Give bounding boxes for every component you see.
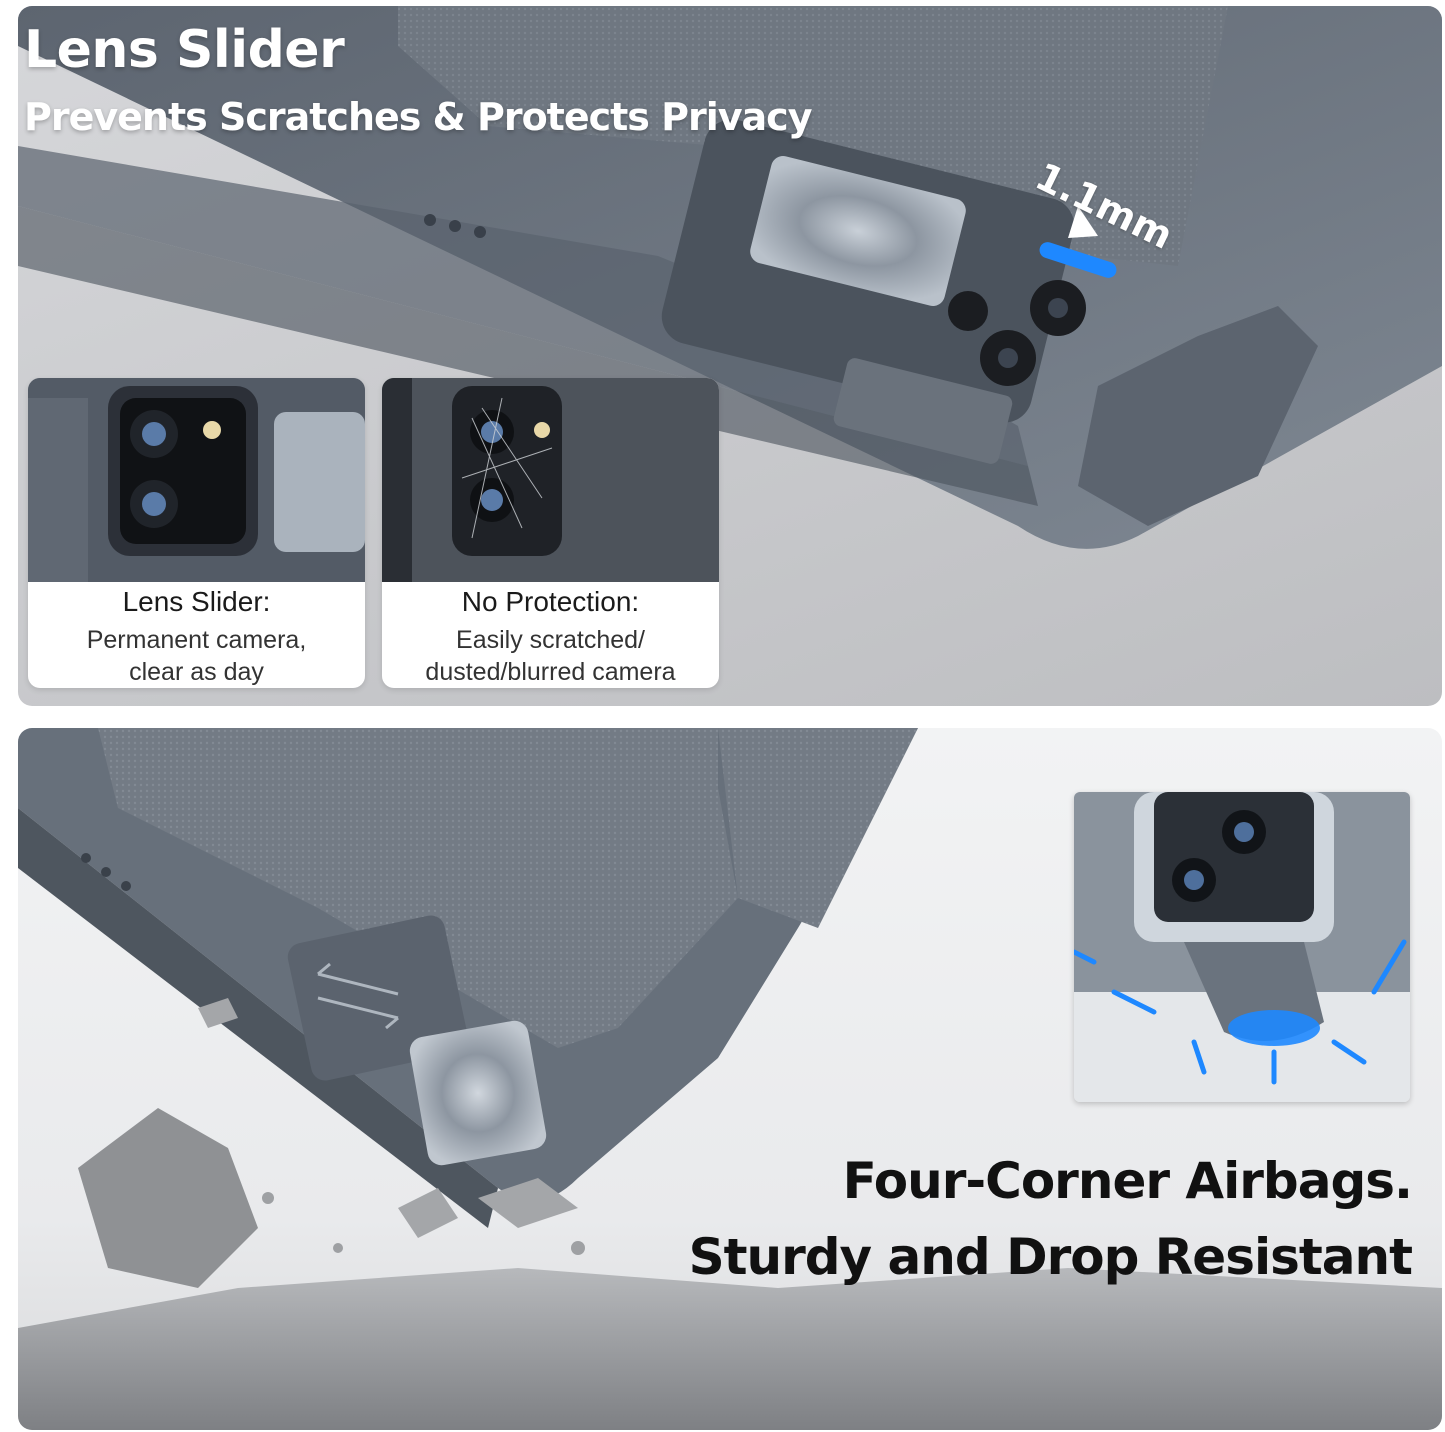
airbag-panel: Four-Corner Airbags. Sturdy and Drop Res… [18, 728, 1442, 1430]
lens-slider-panel: Lens Slider Prevents Scratches & Protect… [18, 6, 1442, 706]
scratched-camera-photo [382, 378, 719, 582]
section-title: Four-Corner Airbags. [842, 1152, 1413, 1210]
card-title: Lens Slider: [122, 586, 271, 617]
tablet-case-back-photo [18, 6, 1442, 549]
comparison-card-lens-slider: Lens Slider: Permanent camera, clear as … [28, 378, 365, 688]
lens-slider-cover [750, 155, 966, 307]
section-subtitle: Prevents Scratches & Protects Privacy [24, 95, 812, 139]
tablet-case-drop-photo [18, 728, 1442, 1430]
protected-camera-photo [28, 378, 365, 582]
airbag-corner-inset [1074, 792, 1410, 1102]
comparison-card-no-protection: No Protection: Easily scratched/ dusted/… [382, 378, 719, 688]
section-title: Lens Slider [24, 20, 345, 80]
card-title: No Protection: [461, 586, 640, 617]
card-description: Permanent camera, clear as day [86, 626, 307, 686]
card-description: Easily scratched/ dusted/blurred camera [425, 626, 676, 686]
section-subtitle: Sturdy and Drop Resistant [688, 1228, 1413, 1286]
lens-slider-cover [409, 1020, 547, 1166]
airbag-corner-photo [1074, 792, 1410, 1102]
